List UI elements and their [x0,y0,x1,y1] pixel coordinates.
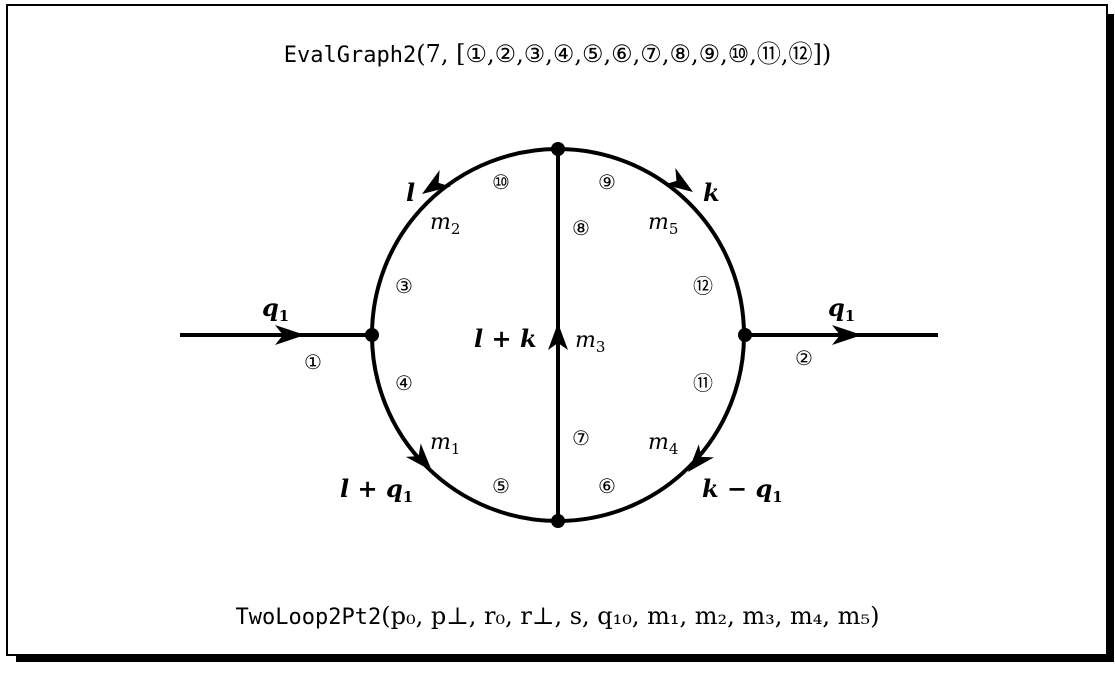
arrow-internal [548,323,568,350]
edge-label-5: ⑤ [492,474,510,498]
mass-m3: m3 [575,328,605,356]
arrow-l-plus-q1 [405,443,432,471]
mass-m4: m4 [648,430,678,458]
arrow-left-leg [275,325,305,345]
momentum-q1-right: q1 [828,293,855,325]
arrow-right-leg [832,325,862,345]
arrow-k [664,168,693,192]
momentum-l-plus-k: l + k [474,324,537,353]
edge-label-3: ③ [395,274,413,298]
bottom-function-name: TwoLoop2Pt2 [235,605,382,630]
edge-label-6: ⑥ [598,474,616,498]
edge-label-9: ⑨ [598,170,616,194]
edge-label-7: ⑦ [572,426,590,450]
edge-label-8: ⑧ [572,216,590,240]
vertex-top [551,142,565,156]
top-function-args: (7, [①,②,③,④,⑤,⑥,⑦,⑧,⑨,⑩,⑪,⑫]) [416,40,832,68]
vertex-right [738,328,752,342]
mass-m5: m5 [648,210,678,238]
vertex-bottom [551,514,565,528]
edge-label-11: ⑪ [693,371,713,395]
momentum-l: l [406,178,415,207]
momentum-k-minus-q1: k − q1 [702,474,783,506]
arrow-l [422,170,451,194]
frame-shadow-bottom [16,656,1114,662]
top-function-name: EvalGraph2 [283,43,417,68]
mass-m1: m1 [430,430,460,458]
edge-label-2: ② [795,346,813,370]
momentum-k: k [703,178,720,207]
arrow-k-minus-q1 [688,444,714,472]
edge-label-4: ④ [395,371,413,395]
frame-shadow-right [1108,14,1114,662]
momentum-q1-left: q1 [262,293,289,325]
bottom-caption: TwoLoop2Pt2(p₀, p⊥, r₀, r⊥, s, q₁₀, m₁, … [0,602,1115,630]
vertex-left [365,328,379,342]
momentum-l-plus-q1: l + q1 [340,474,413,506]
mass-m2: m2 [430,210,460,238]
edge-label-10: ⑩ [492,170,510,194]
bottom-function-args: (p₀, p⊥, r₀, r⊥, s, q₁₀, m₁, m₂, m₃, m₄,… [381,602,880,630]
top-caption: EvalGraph2(7, [①,②,③,④,⑤,⑥,⑦,⑧,⑨,⑩,⑪,⑫]) [0,34,1115,69]
edge-label-1: ① [304,350,322,374]
edge-label-12: ⑫ [693,274,713,298]
